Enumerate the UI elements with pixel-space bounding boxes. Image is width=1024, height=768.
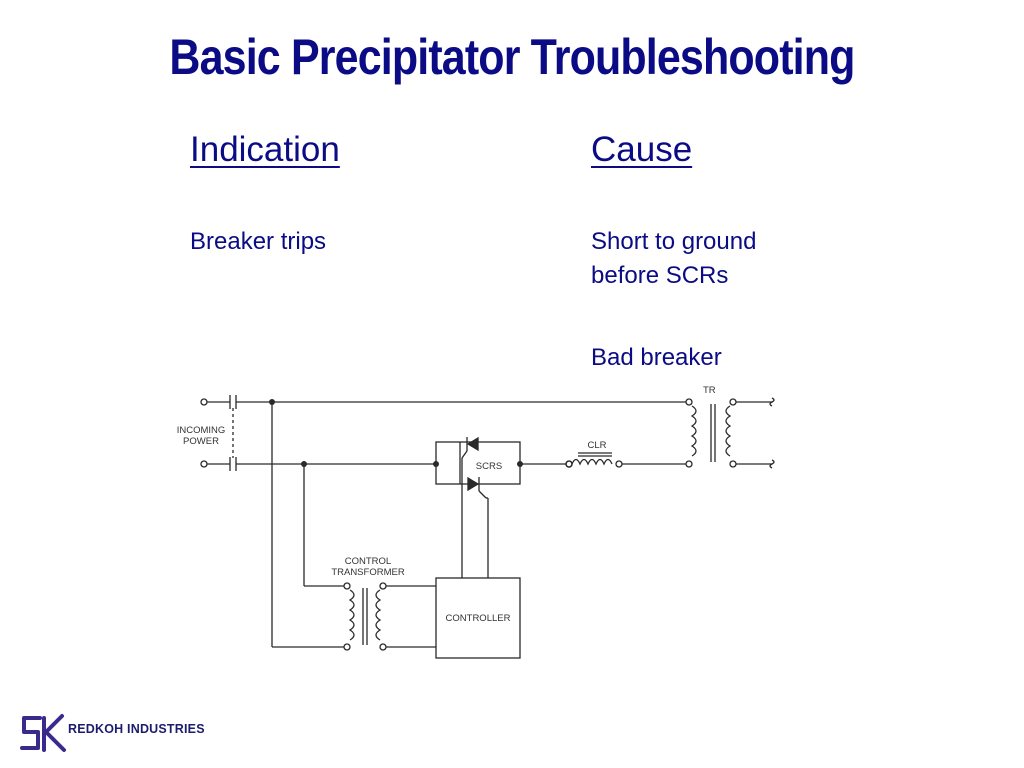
- cause-item-1: Short to ground before SCRs: [591, 225, 756, 293]
- label-clr: CLR: [587, 440, 606, 451]
- indication-item: Breaker trips: [190, 228, 327, 255]
- circuit-diagram: INCOMING POWER TR CLR SCRS CONTROL TRANS…: [177, 385, 775, 659]
- label-scrs: SCRS: [476, 461, 502, 472]
- label-control-transformer-2: TRANSFORMER: [331, 567, 405, 578]
- diagram-labels: INCOMING POWER TR CLR SCRS CONTROL TRANS…: [177, 385, 716, 624]
- slide-title: Basic Precipitator Troubleshooting: [169, 29, 855, 85]
- label-control-transformer-1: CONTROL: [345, 556, 391, 567]
- label-tr: TR: [703, 385, 716, 396]
- cause-header: Cause: [591, 130, 693, 169]
- cause-item-1-line1: Short to ground: [591, 228, 757, 255]
- wires: [200, 395, 775, 659]
- cause-item-2: Bad breaker: [591, 344, 722, 371]
- label-incoming-power-2: POWER: [183, 436, 219, 447]
- redkoh-logo-mark: [20, 714, 66, 752]
- cause-item-1-line2: before SCRs: [591, 262, 729, 289]
- label-incoming-power-1: INCOMING: [177, 425, 226, 436]
- logo-text: REDKOH INDUSTRIES: [68, 722, 205, 736]
- indication-header: Indication: [190, 130, 340, 169]
- label-controller: CONTROLLER: [446, 613, 511, 624]
- junction-dots: [269, 399, 523, 467]
